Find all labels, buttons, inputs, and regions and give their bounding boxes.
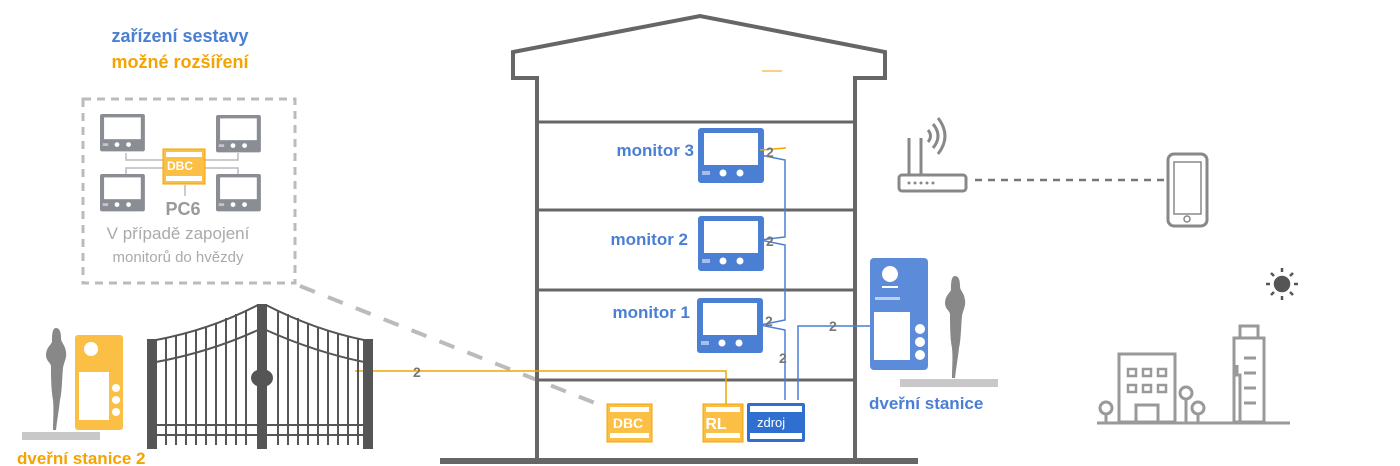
door-station-main: [870, 258, 928, 370]
monitor-3-label: monitor 3: [617, 141, 694, 160]
legend-optional: možné rozšíření: [111, 52, 249, 72]
monitor-3-icon: [698, 128, 764, 183]
rl-relay-module: RL: [702, 403, 744, 443]
person-silhouette-icon: [945, 276, 966, 378]
power-supply-module: zdroj: [747, 403, 805, 442]
monitor-1-icon: [697, 298, 763, 353]
svg-text:zdroj: zdroj: [757, 415, 785, 430]
dbc-module: DBC: [606, 403, 653, 443]
wire-count: 2: [766, 233, 774, 249]
star-topology-box: DBC PC6 V případě zapojení monitorů do h…: [81, 97, 297, 285]
monitor-2-icon: [698, 216, 764, 271]
wire-count: 2: [766, 144, 774, 160]
expansion-pointer: [299, 284, 601, 407]
door-station-2: [75, 335, 123, 430]
wire-count: 2: [413, 364, 421, 380]
house-outline: [440, 13, 918, 464]
monitor-2-label: monitor 2: [611, 230, 688, 249]
pc6-label: PC6: [165, 199, 200, 219]
ground-slab: [900, 379, 998, 387]
router-icon: [897, 117, 968, 193]
star-note-line2: monitorů do hvězdy: [113, 249, 244, 266]
gate-wiring: [355, 370, 727, 405]
ground-slab: [22, 432, 100, 440]
svg-text:DBC: DBC: [613, 415, 643, 431]
wire-count: 2: [829, 318, 837, 334]
door-station-main-label: dveřní stanice: [869, 394, 983, 413]
star-note-line1: V případě zapojení: [107, 224, 250, 243]
wire-count: 2: [765, 313, 773, 329]
city-buildings-icon: [1097, 324, 1290, 425]
star-dbc-label: DBC: [167, 159, 193, 173]
bus-wiring: [759, 154, 870, 400]
smartphone-icon: [1166, 152, 1209, 228]
wire-count: 2: [779, 350, 787, 366]
person-silhouette-icon: [46, 328, 67, 430]
legend-included: zařízení sestavy: [111, 26, 248, 46]
svg-text:RL: RL: [705, 416, 727, 433]
door-station-2-label: dveřní stanice 2: [17, 449, 146, 466]
monitor-1-label: monitor 1: [613, 303, 690, 322]
gate-icon: [147, 304, 373, 449]
sun-icon: [1266, 268, 1298, 300]
